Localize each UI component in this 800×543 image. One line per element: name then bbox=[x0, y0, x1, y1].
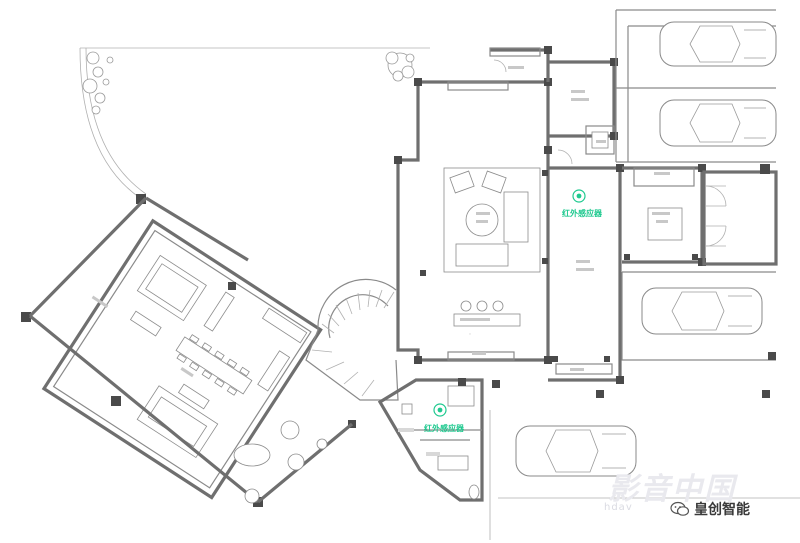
bathroom-sub-labels bbox=[398, 428, 440, 456]
car-3 bbox=[641, 287, 763, 335]
car-2 bbox=[659, 99, 777, 147]
driveway-lines bbox=[489, 410, 800, 540]
left-wing-outline bbox=[28, 196, 354, 504]
long-table bbox=[175, 336, 253, 395]
sofa-bottom bbox=[455, 243, 509, 267]
left-wing-round-tables bbox=[233, 420, 328, 504]
tree-top bbox=[385, 51, 415, 82]
vestibule-wall bbox=[702, 170, 778, 266]
dining-chairs bbox=[460, 300, 504, 335]
shrubs bbox=[82, 51, 114, 115]
left-wing-wall bbox=[41, 218, 323, 500]
watermark: 影音中国 hdav bbox=[598, 462, 788, 518]
sensor-label-foyer: 红外感应器 bbox=[562, 208, 603, 218]
room-label-marks bbox=[91, 66, 670, 378]
car-1 bbox=[659, 21, 777, 67]
bathroom-wall bbox=[377, 378, 484, 502]
spiral-staircase bbox=[305, 278, 399, 401]
car-4 bbox=[515, 425, 637, 477]
sensor-marker-bathroom: 红外感应器 bbox=[424, 403, 465, 433]
bathroom-shower bbox=[447, 385, 475, 407]
brand-name: 皇创智能 bbox=[694, 502, 750, 518]
left-wing bbox=[41, 218, 323, 500]
sensor-label-bathroom: 红外感应器 bbox=[424, 423, 465, 433]
garage-lower-lines bbox=[621, 271, 776, 361]
guest-room-columns bbox=[624, 164, 706, 266]
watermark-latin: hdav bbox=[604, 502, 633, 513]
brand: 皇创智能 bbox=[670, 498, 750, 520]
sofa-right bbox=[503, 191, 529, 243]
foyer-wall bbox=[548, 166, 622, 382]
watermark-text: 影音中国 bbox=[608, 472, 736, 507]
garden-boundary-curve bbox=[79, 47, 141, 199]
sensor-marker-foyer: 红外感应器 bbox=[562, 189, 603, 218]
foyer-columns bbox=[552, 164, 624, 384]
double-doors bbox=[705, 185, 727, 247]
service-room-wall bbox=[490, 48, 616, 138]
service-columns bbox=[544, 46, 618, 154]
wechat-icon bbox=[670, 501, 690, 517]
garden-boundary-curve-inner bbox=[85, 47, 147, 195]
